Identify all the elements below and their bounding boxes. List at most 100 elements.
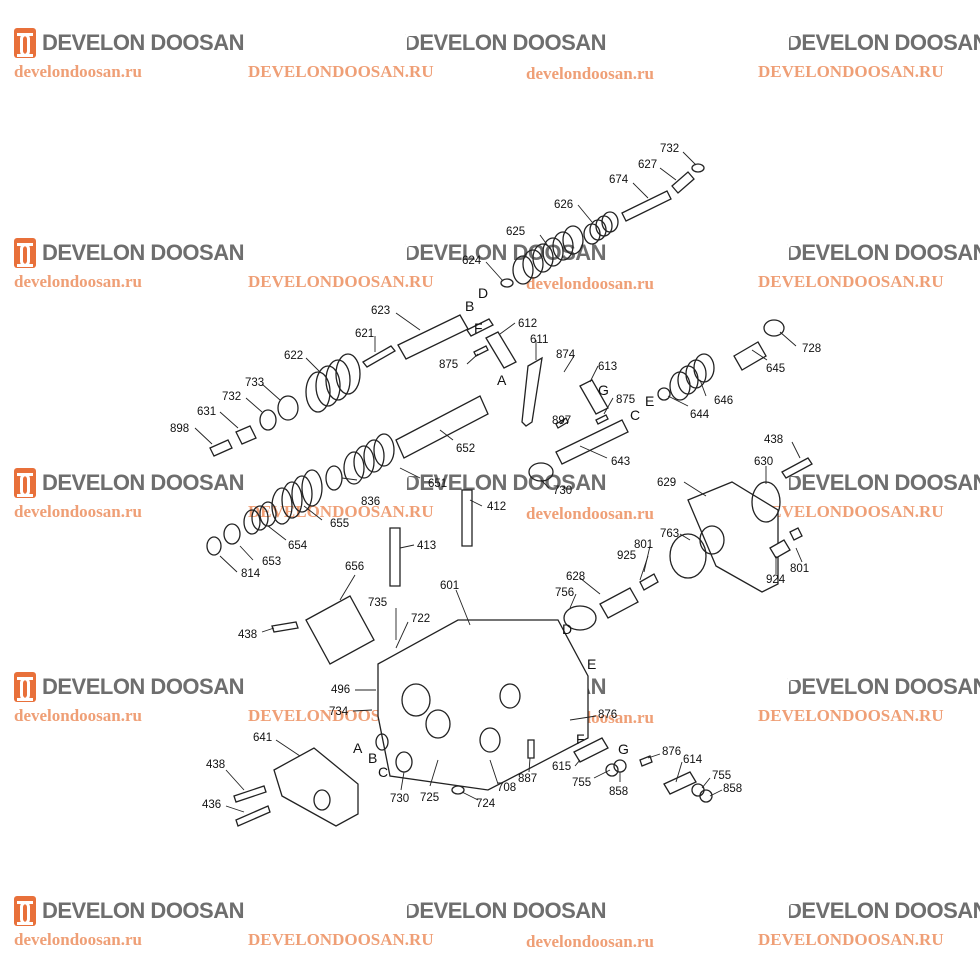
o-ring-shape	[691, 163, 705, 173]
part-label: 734	[329, 706, 349, 718]
part-label: 643	[611, 456, 630, 468]
o-ring-shape	[375, 733, 389, 751]
port-shape	[479, 727, 501, 753]
part-label: 653	[262, 556, 281, 568]
watermark: DEVELON DOOSAN develondoosan.ru	[14, 466, 245, 522]
housing-shape	[377, 619, 589, 791]
cover-body-shape	[687, 481, 779, 593]
part-label: 898	[170, 423, 189, 435]
watermark-site: develondoosan.ru	[526, 504, 654, 523]
spool-shape	[555, 419, 629, 465]
right-lower-parts	[573, 737, 713, 803]
watermark: DEVELON DOOSAN DEVELONDOOSAN.RU	[248, 26, 607, 82]
spring-shape	[271, 469, 323, 525]
part-label: 624	[462, 255, 482, 267]
o-ring-shape	[277, 395, 299, 421]
part-label: 621	[355, 328, 374, 340]
develon-logo-icon	[14, 672, 36, 702]
cap-shape	[733, 341, 767, 371]
watermark-brand: DEVELON DOOSAN	[404, 30, 607, 55]
part-label: 641	[253, 732, 272, 744]
part-label: 656	[345, 561, 364, 573]
watermark-site: DEVELONDOOSAN.RU	[248, 62, 434, 81]
watermark: DEVELON DOOSAN develondoosan.ru	[14, 894, 245, 950]
watermark-site: develondoosan.ru	[526, 932, 654, 951]
o-ring-shape	[325, 465, 343, 491]
connection-letter: G	[598, 382, 609, 398]
cover-body-shape	[273, 747, 359, 827]
watermark: develondoosan.ru	[526, 236, 756, 294]
part-label: 728	[802, 343, 821, 355]
stud-shape	[639, 573, 659, 591]
pin-shape	[466, 318, 494, 337]
plug-shape	[663, 771, 697, 795]
connection-letter: F	[474, 320, 483, 336]
o-ring-shape	[259, 409, 277, 431]
watermark-site: DEVELONDOOSAN.RU	[248, 272, 434, 291]
lever-shape	[521, 356, 543, 427]
part-label: 756	[555, 587, 574, 599]
nut-shape	[789, 527, 803, 541]
watermark-site: develondoosan.ru	[526, 274, 654, 293]
snap-ring-shape	[206, 536, 222, 556]
bolt-shape	[389, 527, 401, 587]
bolt-shape	[781, 457, 813, 479]
connection-letter: F	[576, 731, 585, 747]
part-label: 858	[723, 783, 742, 795]
connection-letter: C	[630, 407, 640, 423]
watermark-site: develondoosan.ru	[526, 64, 654, 83]
plug-shape	[671, 171, 695, 194]
o-ring-shape	[691, 783, 705, 797]
watermark-site: DEVELONDOOSAN.RU	[758, 502, 944, 521]
develon-logo-icon	[14, 238, 36, 268]
main-spool-shape	[395, 395, 489, 459]
part-label: 438	[764, 434, 783, 446]
watermark: DEVELON DOOSAN develondoosan.ru	[14, 236, 245, 292]
part-label: 626	[554, 199, 573, 211]
develon-logo-icon	[14, 28, 36, 58]
part-label: 622	[284, 350, 303, 362]
part-label: 730	[553, 485, 572, 497]
pin-shape	[639, 755, 653, 767]
bolt-shape	[233, 785, 267, 803]
part-label: 730	[390, 793, 409, 805]
leader-lines	[194, 151, 803, 813]
left-cover-assembly	[233, 747, 359, 827]
watermark-site: develondoosan.ru	[14, 706, 142, 725]
watermark: DEVELON DOOSAN DEVELONDOOSAN.RU	[248, 236, 607, 292]
connection-letter: B	[465, 298, 474, 314]
part-label: 412	[487, 501, 506, 513]
watermark-site: develondoosan.ru	[14, 62, 142, 81]
watermark-site: develondoosan.ru	[14, 502, 142, 521]
washer-shape	[223, 523, 241, 545]
part-label: 722	[411, 613, 430, 625]
plate-shape	[579, 379, 609, 415]
part-label: 652	[456, 443, 475, 455]
connection-letter-labels: D B F A G C E D E F G A B C	[353, 285, 654, 780]
part-label: 724	[476, 798, 496, 810]
part-label: 623	[371, 305, 390, 317]
washer-shape	[657, 387, 671, 401]
watermark: DEVELON DOOSAN develondoosan.ru	[14, 670, 245, 726]
part-label: 814	[241, 568, 261, 580]
pin-shape	[527, 739, 535, 759]
stud-shape	[769, 539, 791, 559]
watermark: develondoosan.ru	[526, 466, 756, 524]
watermark-brand: DEVELON DOOSAN	[404, 470, 607, 495]
part-label: 801	[634, 539, 653, 551]
watermark-brand: DEVELON DOOSAN	[404, 898, 607, 923]
part-label: 654	[288, 540, 308, 552]
part-label: 924	[766, 574, 786, 586]
part-number-labels: 732 627 674 626 625 624 623 612 611 621 …	[170, 143, 821, 811]
spring-shape	[583, 211, 619, 245]
part-label: 496	[331, 684, 350, 696]
connection-letter: E	[587, 656, 596, 672]
part-label: 755	[712, 770, 731, 782]
connection-letter: D	[478, 285, 488, 301]
part-label: 887	[518, 773, 537, 785]
part-label: 897	[552, 415, 571, 427]
upper-spool-assembly	[209, 163, 785, 465]
o-ring-shape	[451, 785, 465, 795]
watermark-brand: DEVELON DOOSAN	[41, 898, 245, 923]
